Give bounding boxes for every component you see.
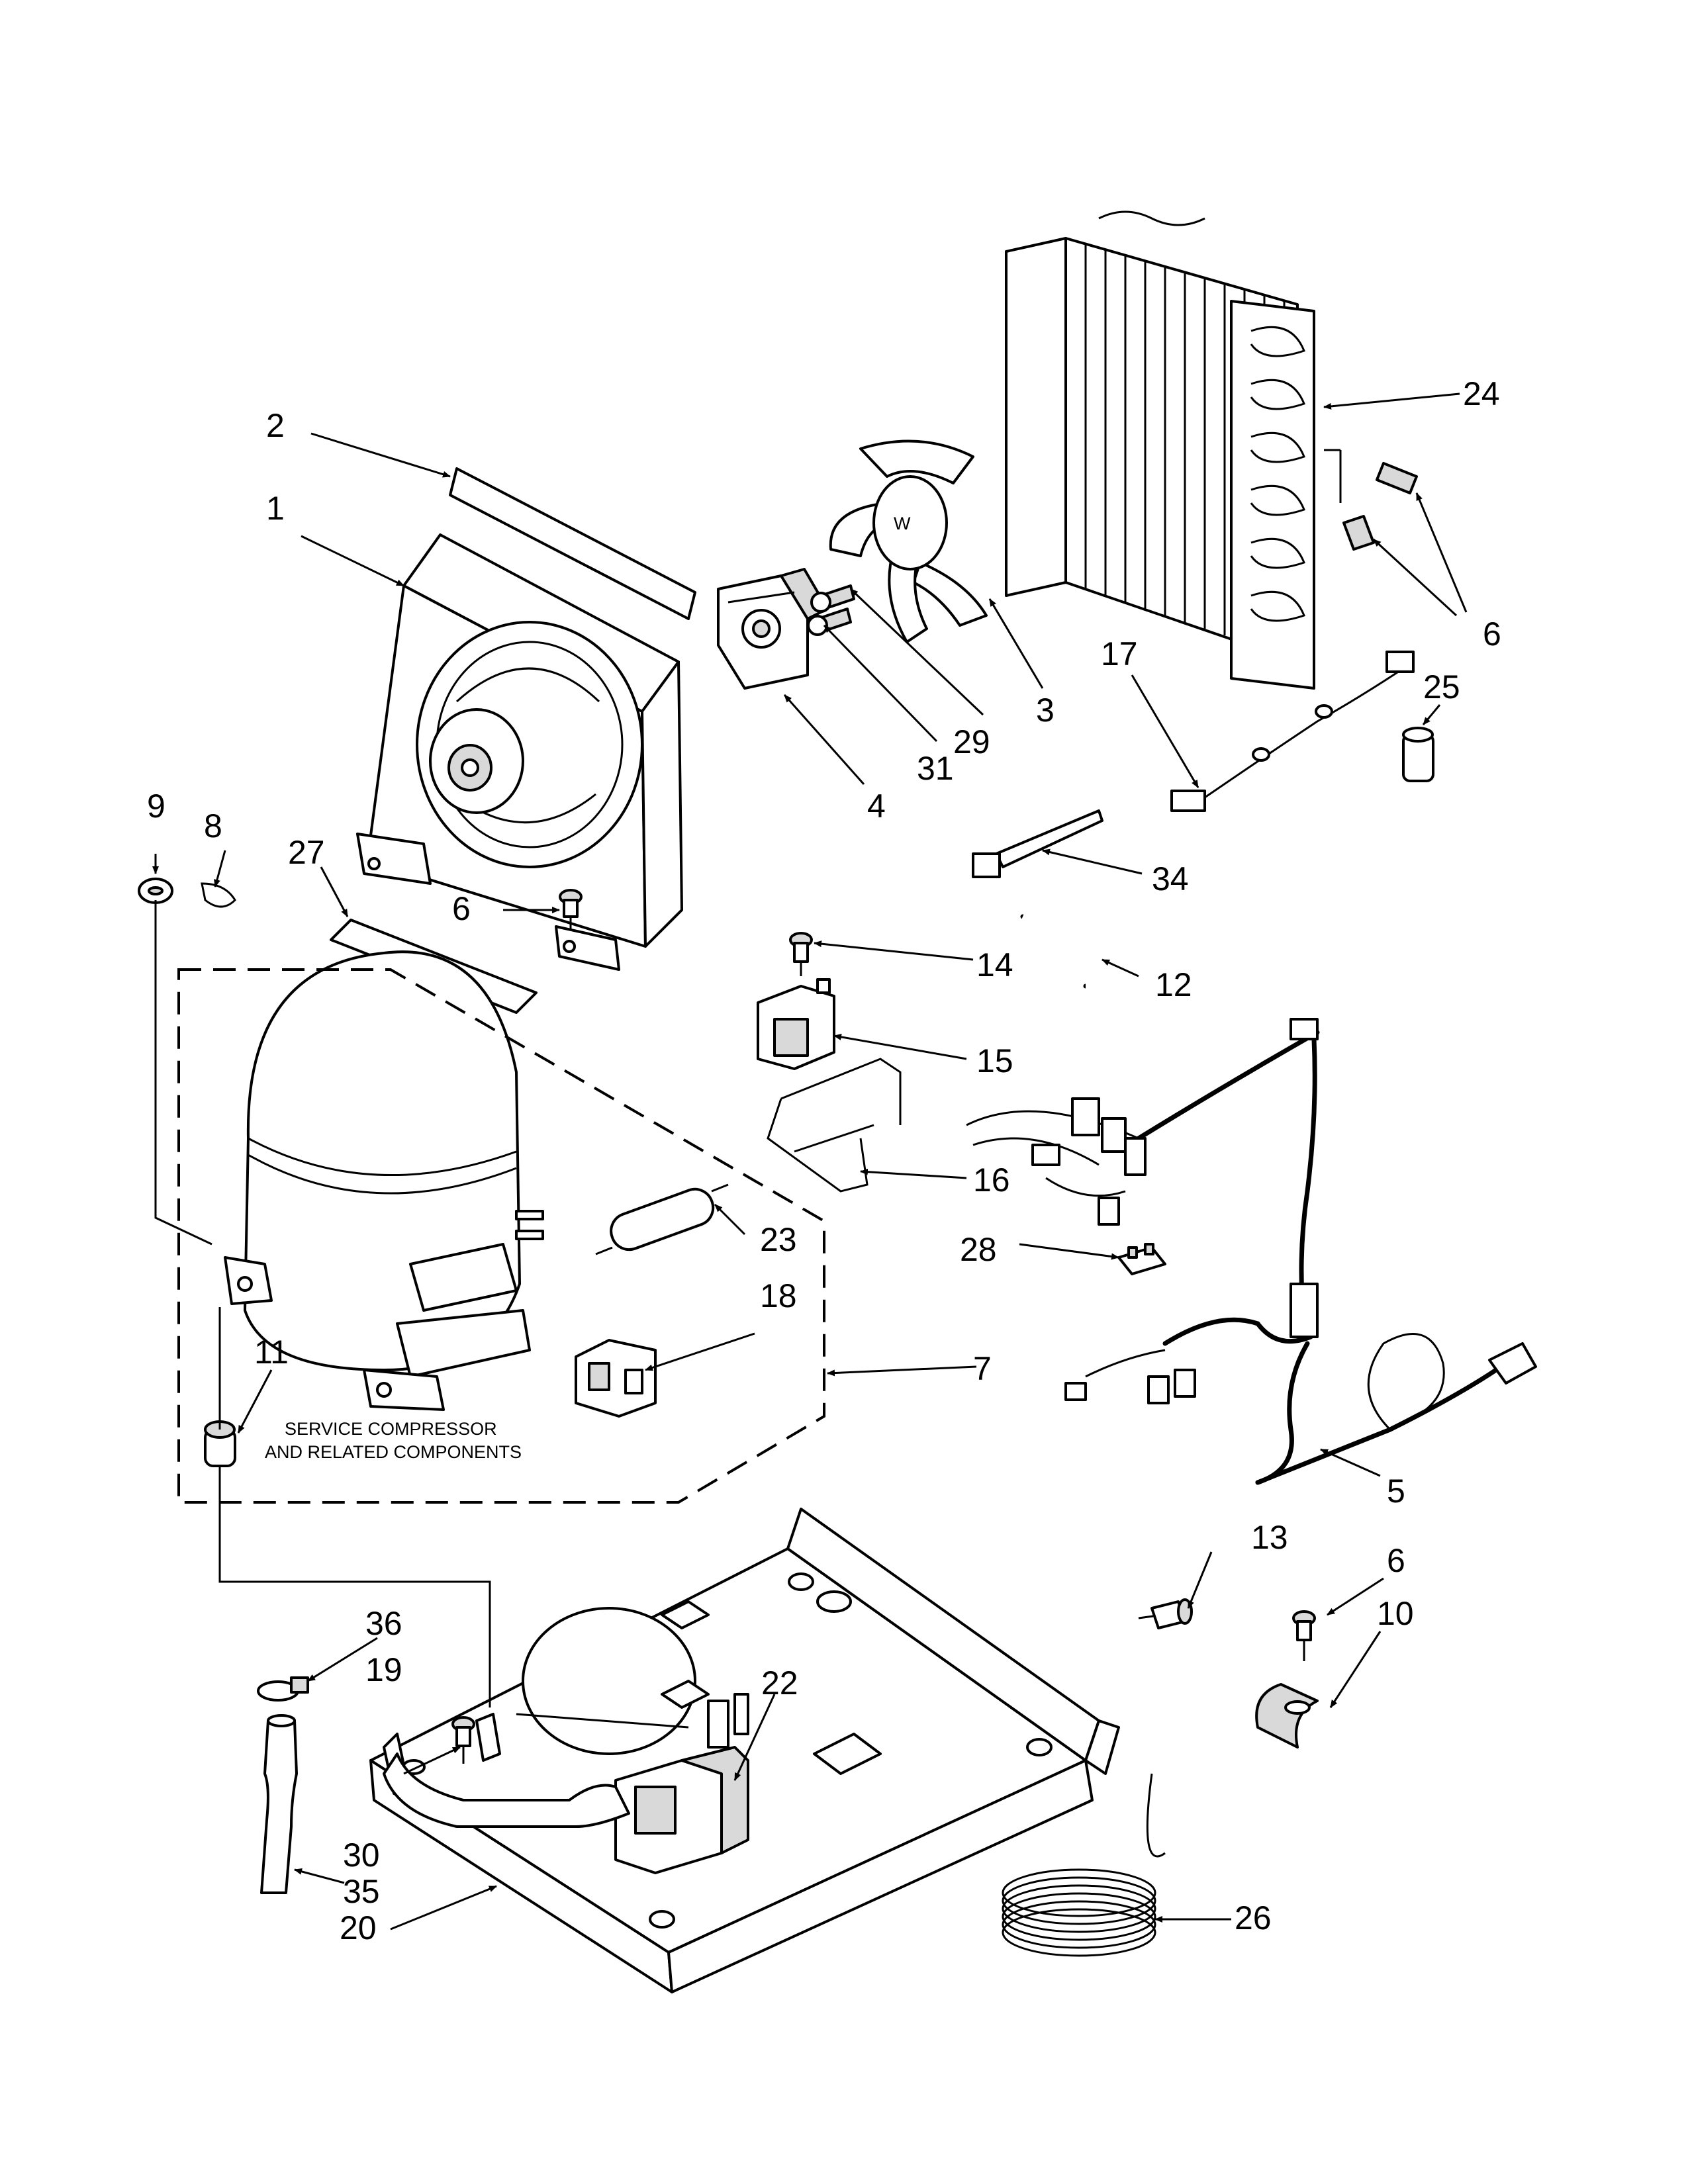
svg-text:W: W: [894, 514, 911, 533]
part-24-condenser: [1005, 210, 1315, 690]
part-34-cable-tie: [972, 809, 1103, 878]
callout-22: 22: [761, 1664, 798, 1702]
part-28-clip: [1117, 1243, 1166, 1275]
part-6-screw-clamp: [1292, 1610, 1316, 1661]
part-9-grommet: [138, 878, 173, 904]
callout-18: 18: [760, 1277, 797, 1314]
callout-7: 7: [973, 1350, 992, 1387]
callout-6-shroud: 6: [452, 890, 471, 927]
part-17-sensor-wire: [1170, 651, 1415, 812]
part-18-relay: [575, 1339, 657, 1418]
callout-14: 14: [976, 946, 1013, 983]
connection-lines: [154, 900, 689, 1729]
part-6-screw-shroud: [559, 889, 583, 930]
callout-36: 36: [365, 1605, 402, 1642]
callout-35: 35: [343, 1873, 380, 1910]
service-note-line1: SERVICE COMPRESSOR: [285, 1419, 497, 1439]
callout-11: 11: [254, 1334, 289, 1371]
callout-16: 16: [973, 1161, 1010, 1199]
callout-9: 9: [147, 788, 165, 825]
callout-6-base: 6: [1387, 1542, 1405, 1579]
part-25-capacitor: [1402, 727, 1434, 782]
callout-4: 4: [867, 788, 886, 825]
service-note-line2: AND RELATED COMPONENTS: [265, 1442, 522, 1462]
part-8-clip: [201, 882, 236, 908]
part-30-drain-bracket: [383, 1752, 630, 1828]
part-3-fan-blade: W: [829, 439, 988, 643]
callout-28: 28: [960, 1231, 997, 1268]
callout-13: 13: [1251, 1519, 1288, 1556]
callout-5: 5: [1387, 1473, 1405, 1510]
part-35-drain-hose: [260, 1714, 298, 1894]
callout-20: 20: [340, 1909, 377, 1946]
callout-1: 1: [266, 490, 285, 527]
callout-3: 3: [1036, 692, 1055, 729]
callout-26: 26: [1235, 1899, 1272, 1936]
callout-12: 12: [1155, 966, 1192, 1003]
callout-31: 31: [917, 750, 954, 787]
part-7-compressor: [224, 950, 544, 1411]
part-16-bracket: [767, 1058, 902, 1193]
callout-25: 25: [1423, 668, 1460, 705]
callout-6-condenser: 6: [1483, 615, 1501, 653]
part-6-screws-condenser: [1324, 449, 1418, 551]
part-10-clamp: [1255, 1683, 1319, 1749]
part-4-fan-motor: [717, 568, 829, 690]
callout-2: 2: [266, 407, 285, 444]
callout-29: 29: [953, 723, 990, 760]
callout-27: 27: [288, 834, 325, 871]
callout-23: 23: [760, 1221, 797, 1258]
service-compressor-boundary: [177, 968, 825, 1504]
part-15-solenoid-coil: [757, 978, 835, 1070]
leader-arrows: [152, 392, 1468, 1931]
callout-8: 8: [204, 807, 222, 844]
callout-17: 17: [1101, 635, 1138, 672]
callout-15: 15: [976, 1042, 1013, 1079]
callout-labels: 2 1 3 4 5 6 6 6 7 8 9 10 11 12 13 14 15 …: [147, 375, 1501, 1946]
part-22-valve-assembly: [614, 1693, 749, 1874]
part-1-fan-shroud: [356, 533, 683, 971]
part-13-leveling-leg: [1138, 1598, 1193, 1629]
part-5-wiring-harness: [966, 1018, 1537, 1485]
callout-34: 34: [1152, 860, 1189, 897]
callout-19: 19: [365, 1651, 402, 1688]
callout-30: 30: [343, 1837, 380, 1874]
part-14-screw: [789, 932, 813, 976]
callout-10: 10: [1377, 1595, 1414, 1632]
part-19-screw: [451, 1716, 475, 1764]
part-23-drier: [595, 1183, 729, 1255]
callout-24: 24: [1463, 375, 1500, 412]
part-36-hose-clamp: [257, 1676, 309, 1702]
part-12-tube: [1020, 913, 1109, 989]
part-2-foam-strip: [449, 467, 696, 620]
